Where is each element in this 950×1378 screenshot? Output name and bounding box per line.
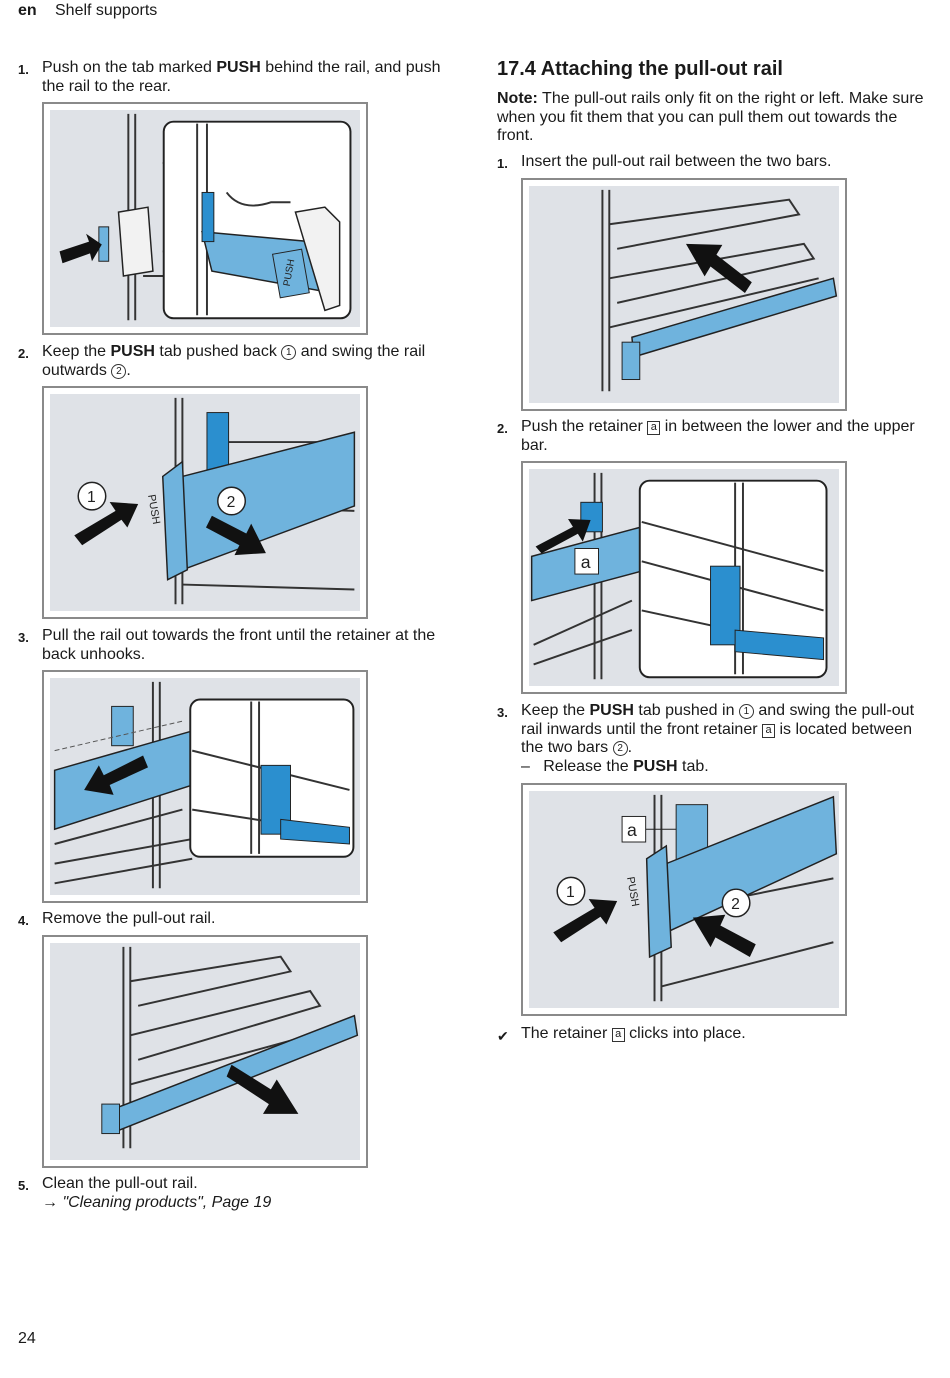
- step-number: 1.: [18, 62, 29, 77]
- figure-swing-rail-in: PUSH a 1 2: [521, 783, 847, 1016]
- step-number: 3.: [18, 630, 29, 645]
- section-heading: 17.4 Attaching the pull-out rail: [497, 58, 783, 80]
- step-4-text: Remove the pull-out rail.: [42, 910, 216, 927]
- svg-text:PUSH: PUSH: [624, 876, 641, 908]
- language-code: en: [18, 2, 37, 19]
- svg-text:a: a: [581, 552, 591, 572]
- svg-text:1: 1: [87, 489, 96, 506]
- push-label: PUSH: [282, 258, 298, 287]
- figure-swing-rail-out: PUSH 1 2: [42, 386, 368, 619]
- result-text: The retainer a clicks into place.: [521, 1025, 746, 1042]
- svg-text:2: 2: [731, 896, 740, 913]
- svg-text:a: a: [627, 820, 637, 840]
- figure-push-retainer: a: [521, 461, 847, 694]
- step-number: 4.: [18, 913, 29, 928]
- svg-text:1: 1: [566, 884, 575, 901]
- attach-step-2-text: Push the retainer a in between the lower…: [521, 418, 915, 454]
- svg-text:2: 2: [227, 494, 236, 511]
- attach-step-1-text: Insert the pull-out rail between the two…: [521, 153, 832, 170]
- step-1-text: Push on the tab marked PUSH behind the r…: [42, 59, 441, 95]
- figure-pull-rail-front: [42, 670, 368, 903]
- figure-push-rail-rear: PUSH: [42, 102, 368, 335]
- figure-remove-rail: [42, 935, 368, 1168]
- step-number: 2.: [497, 421, 508, 436]
- step-5-text: Clean the pull-out rail.→ "Cleaning prod…: [42, 1175, 452, 1212]
- attach-step-3-text: Keep the PUSH tab pushed in 1 and swing …: [521, 702, 915, 775]
- step-2-text: Keep the PUSH tab pushed back 1 and swin…: [42, 343, 426, 379]
- step-3-text: Pull the rail out towards the front unti…: [42, 627, 436, 663]
- page-number: 24: [18, 1330, 36, 1347]
- check-icon: ✔: [497, 1028, 509, 1044]
- section-title: Shelf supports: [55, 2, 158, 19]
- step-number: 3.: [497, 705, 508, 720]
- note-paragraph: Note: The pull-out rails only fit on the…: [497, 90, 924, 144]
- svg-text:PUSH: PUSH: [145, 494, 162, 526]
- step-number: 1.: [497, 156, 508, 171]
- step-number: 5.: [18, 1178, 29, 1193]
- cross-reference-link[interactable]: → "Cleaning products", Page 19: [42, 1193, 272, 1211]
- step-number: 2.: [18, 346, 29, 361]
- figure-insert-rail: [521, 178, 847, 411]
